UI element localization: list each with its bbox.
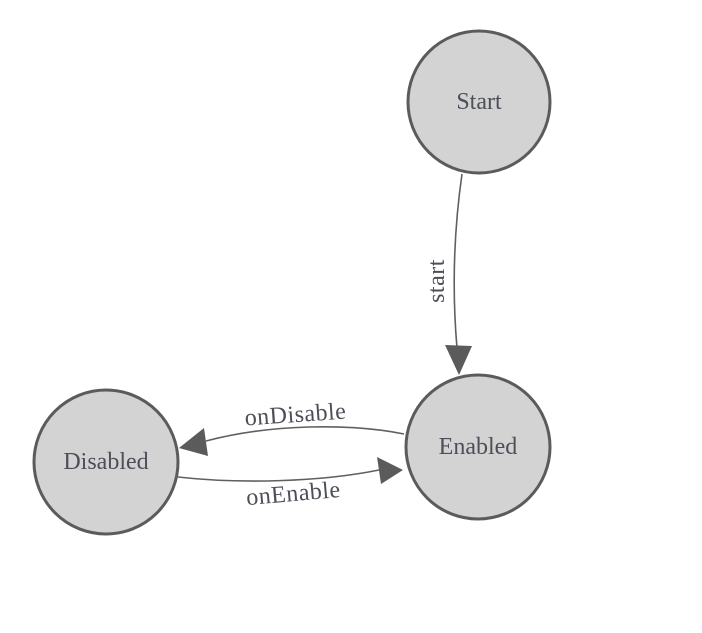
node-disabled[interactable]: Disabled [32,388,180,536]
arrowhead-enabled-to-disabled [179,428,208,456]
edge-enabled-to-disabled: onDisable [179,398,405,456]
node-enabled[interactable]: Enabled [404,373,552,521]
node-start[interactable]: Start [406,29,552,175]
node-enabled-label: Enabled [439,434,518,460]
edge-line-disabled-to-enabled [177,469,380,482]
arrowhead-disabled-to-enabled [377,457,403,484]
node-start-label: Start [456,89,502,115]
node-disabled-label: Disabled [63,449,148,475]
node-disabled-circle[interactable] [32,388,180,536]
arrowhead-start-to-enabled [445,345,472,375]
edge-line-start-to-enabled [453,173,463,349]
edge-start-to-enabled: start [424,173,472,375]
node-start-circle[interactable] [406,29,552,175]
edge-line-enabled-to-disabled [205,426,405,442]
edge-label-start: start [424,259,450,303]
edge-disabled-to-enabled: onEnable [177,457,403,511]
node-enabled-circle[interactable] [404,373,552,521]
edge-label-on-enable: onEnable [245,477,342,511]
